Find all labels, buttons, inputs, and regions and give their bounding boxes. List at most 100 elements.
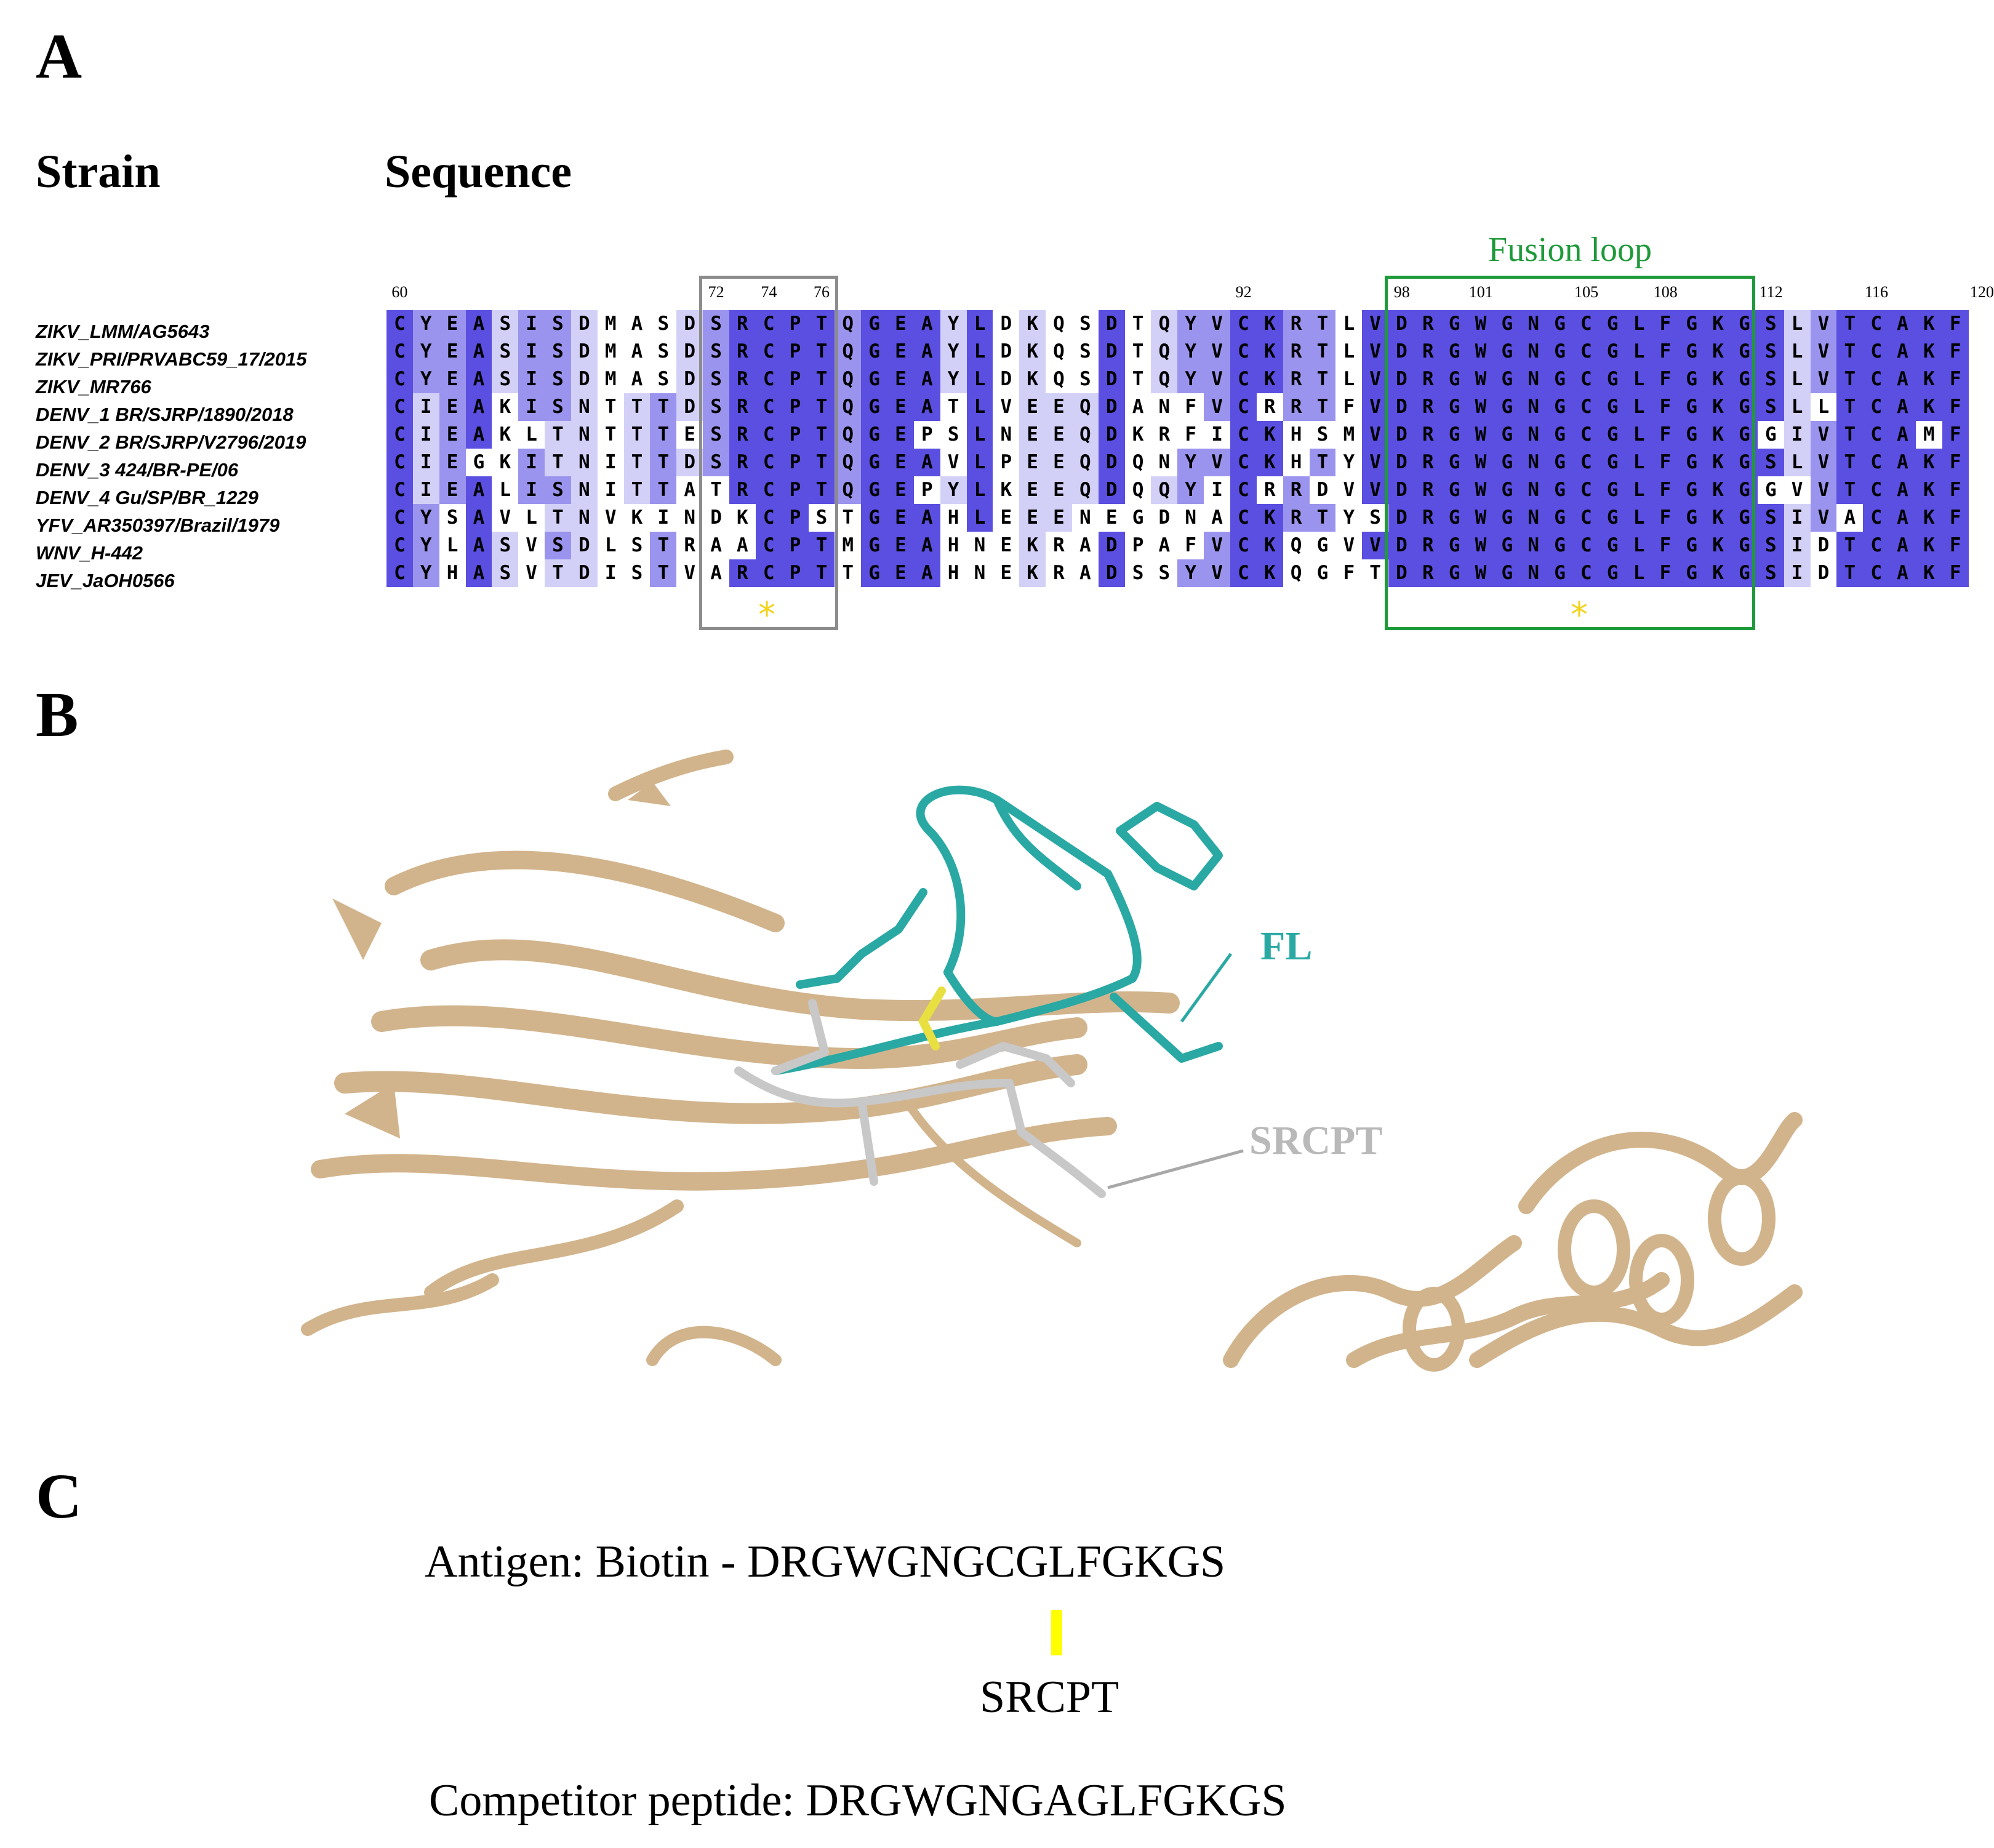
residue: K bbox=[1915, 366, 1942, 393]
residue: S bbox=[1151, 559, 1178, 587]
residue: E bbox=[1046, 393, 1072, 421]
residue: Q bbox=[835, 393, 862, 421]
residue: I bbox=[1784, 504, 1811, 532]
residue: K bbox=[729, 504, 756, 532]
residue: C bbox=[755, 476, 782, 504]
residue: N bbox=[1520, 338, 1547, 366]
residue: G bbox=[1494, 393, 1521, 421]
panel-b-letter: B bbox=[36, 679, 79, 750]
residue: K bbox=[492, 421, 519, 449]
residue: T bbox=[1836, 366, 1864, 393]
residue: S bbox=[940, 421, 967, 449]
residue: D bbox=[571, 310, 598, 338]
residue: D bbox=[1388, 476, 1415, 504]
residue: Q bbox=[835, 421, 862, 449]
residue: G bbox=[1599, 421, 1626, 449]
residue: D bbox=[676, 393, 703, 421]
residue: L bbox=[1784, 449, 1811, 476]
residue: V bbox=[1204, 449, 1230, 476]
residue: S bbox=[1757, 532, 1784, 559]
residue: N bbox=[571, 393, 598, 421]
residue: K bbox=[492, 393, 519, 421]
residue: G bbox=[1599, 476, 1626, 504]
residue: E bbox=[993, 532, 1020, 559]
residue: E bbox=[439, 338, 466, 366]
residue: K bbox=[1124, 421, 1151, 449]
residue: P bbox=[913, 476, 940, 504]
residue: K bbox=[1256, 338, 1283, 366]
residue: A bbox=[465, 393, 492, 421]
residue: G bbox=[1441, 338, 1468, 366]
residue: D bbox=[1388, 338, 1415, 366]
residue: G bbox=[1678, 449, 1705, 476]
residue: P bbox=[913, 421, 940, 449]
residue: M bbox=[597, 338, 624, 366]
residue: R bbox=[1046, 532, 1072, 559]
residue: A bbox=[1071, 559, 1099, 587]
antigen-sequence: Antigen: Biotin - DRGWGNGCGLFGKGS bbox=[425, 1537, 1226, 1587]
residue: A bbox=[623, 310, 651, 338]
residue: G bbox=[1678, 421, 1705, 449]
residue: A bbox=[1889, 532, 1916, 559]
residue: P bbox=[1124, 532, 1151, 559]
residue: R bbox=[729, 449, 756, 476]
residue: H bbox=[940, 559, 967, 587]
residue: D bbox=[676, 338, 703, 366]
residue: A bbox=[1889, 338, 1916, 366]
residue: R bbox=[729, 310, 756, 338]
residue: F bbox=[1942, 393, 1969, 421]
residue: I bbox=[1204, 421, 1230, 449]
residue: D bbox=[571, 366, 598, 393]
residue: G bbox=[1441, 476, 1468, 504]
residue: S bbox=[492, 559, 519, 587]
residue: G bbox=[1547, 559, 1573, 587]
residue: L bbox=[1625, 421, 1652, 449]
residue: A bbox=[465, 310, 492, 338]
residue: Q bbox=[1151, 476, 1178, 504]
residue: Q bbox=[1124, 449, 1151, 476]
residue: K bbox=[993, 476, 1020, 504]
residue: Q bbox=[1071, 393, 1099, 421]
residue: R bbox=[1414, 421, 1441, 449]
residue: C bbox=[755, 338, 782, 366]
residue: D bbox=[1388, 449, 1415, 476]
residue: D bbox=[1388, 310, 1415, 338]
residue: T bbox=[808, 476, 835, 504]
residue: G bbox=[1494, 310, 1521, 338]
residue: C bbox=[1572, 366, 1600, 393]
residue: F bbox=[1652, 310, 1679, 338]
residue: C bbox=[1863, 310, 1890, 338]
residue: D bbox=[703, 504, 729, 532]
residue: K bbox=[1705, 421, 1732, 449]
strain-name: DENV_4 Gu/SP/BR_1229 bbox=[36, 487, 258, 508]
residue: C bbox=[1572, 476, 1600, 504]
residue: A bbox=[465, 476, 492, 504]
residue: N bbox=[1520, 504, 1547, 532]
residue: E bbox=[993, 504, 1020, 532]
residue: A bbox=[1836, 504, 1864, 532]
residue: E bbox=[887, 532, 914, 559]
residue: C bbox=[755, 449, 782, 476]
residue: N bbox=[1520, 393, 1547, 421]
residue: P bbox=[782, 366, 809, 393]
residue: L bbox=[492, 476, 519, 504]
residue: K bbox=[1256, 310, 1283, 338]
strain-name: ZIKV_MR766 bbox=[36, 376, 151, 398]
residue: T bbox=[1836, 449, 1864, 476]
residue: R bbox=[1283, 476, 1310, 504]
residue: M bbox=[597, 366, 624, 393]
residue: Q bbox=[1071, 476, 1099, 504]
residue: A bbox=[703, 559, 729, 587]
position-number: 74 bbox=[761, 283, 777, 301]
residue: F bbox=[1177, 393, 1204, 421]
residue: T bbox=[1309, 504, 1336, 532]
residue: A bbox=[1151, 532, 1178, 559]
residue: S bbox=[545, 476, 571, 504]
residue: L bbox=[966, 476, 993, 504]
residue: F bbox=[1652, 449, 1679, 476]
residue: D bbox=[1098, 532, 1125, 559]
residue: F bbox=[1652, 421, 1679, 449]
residue: E bbox=[1019, 449, 1046, 476]
residue: C bbox=[1863, 476, 1890, 504]
